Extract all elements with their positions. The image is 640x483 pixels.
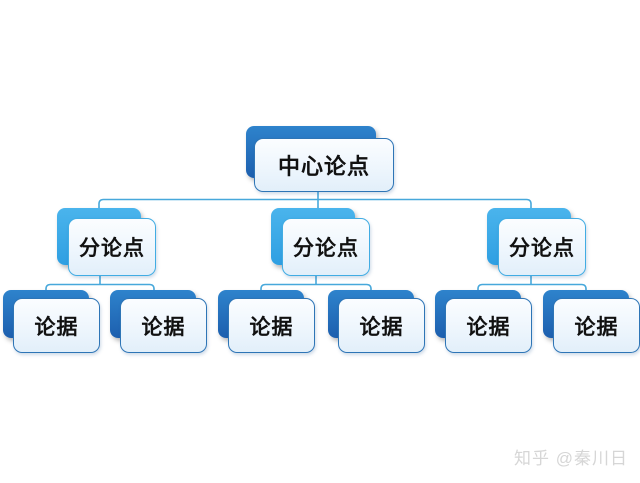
node-label: 论据 bbox=[574, 315, 619, 339]
node-leaf-3[interactable]: 论据 bbox=[218, 290, 318, 354]
connector-level1-bar bbox=[98, 198, 532, 209]
node-label: 分论点 bbox=[293, 237, 359, 260]
node-card: 分论点 bbox=[282, 218, 370, 276]
connector-branch2-bar bbox=[260, 283, 372, 291]
node-label: 论据 bbox=[249, 315, 294, 339]
node-card: 论据 bbox=[228, 298, 315, 353]
node-card: 分论点 bbox=[498, 218, 586, 276]
node-label: 论据 bbox=[359, 315, 404, 339]
node-leaf-1[interactable]: 论据 bbox=[3, 290, 103, 354]
node-card: 分论点 bbox=[68, 218, 156, 276]
node-leaf-4[interactable]: 论据 bbox=[328, 290, 428, 354]
node-label: 中心论点 bbox=[277, 154, 370, 179]
node-label: 分论点 bbox=[509, 237, 575, 260]
node-branch-1[interactable]: 分论点 bbox=[57, 208, 157, 276]
node-branch-3[interactable]: 分论点 bbox=[487, 208, 587, 276]
node-label: 分论点 bbox=[79, 237, 145, 260]
node-card: 论据 bbox=[553, 298, 640, 353]
node-leaf-6[interactable]: 论据 bbox=[543, 290, 640, 354]
node-label: 论据 bbox=[141, 315, 186, 339]
node-card: 论据 bbox=[445, 298, 532, 353]
node-leaf-2[interactable]: 论据 bbox=[110, 290, 210, 354]
connector-branch1-bar bbox=[45, 283, 155, 291]
connector-branch3-bar bbox=[477, 283, 587, 291]
node-leaf-5[interactable]: 论据 bbox=[435, 290, 535, 354]
node-card: 论据 bbox=[338, 298, 425, 353]
watermark-text: 知乎 @秦川日 bbox=[514, 449, 628, 468]
node-label: 论据 bbox=[34, 315, 79, 339]
node-label: 论据 bbox=[466, 315, 511, 339]
node-card: 论据 bbox=[120, 298, 207, 353]
node-card: 论据 bbox=[13, 298, 100, 353]
node-central-topic[interactable]: 中心论点 bbox=[246, 126, 396, 192]
node-branch-2[interactable]: 分论点 bbox=[271, 208, 371, 276]
node-card: 中心论点 bbox=[254, 138, 394, 192]
